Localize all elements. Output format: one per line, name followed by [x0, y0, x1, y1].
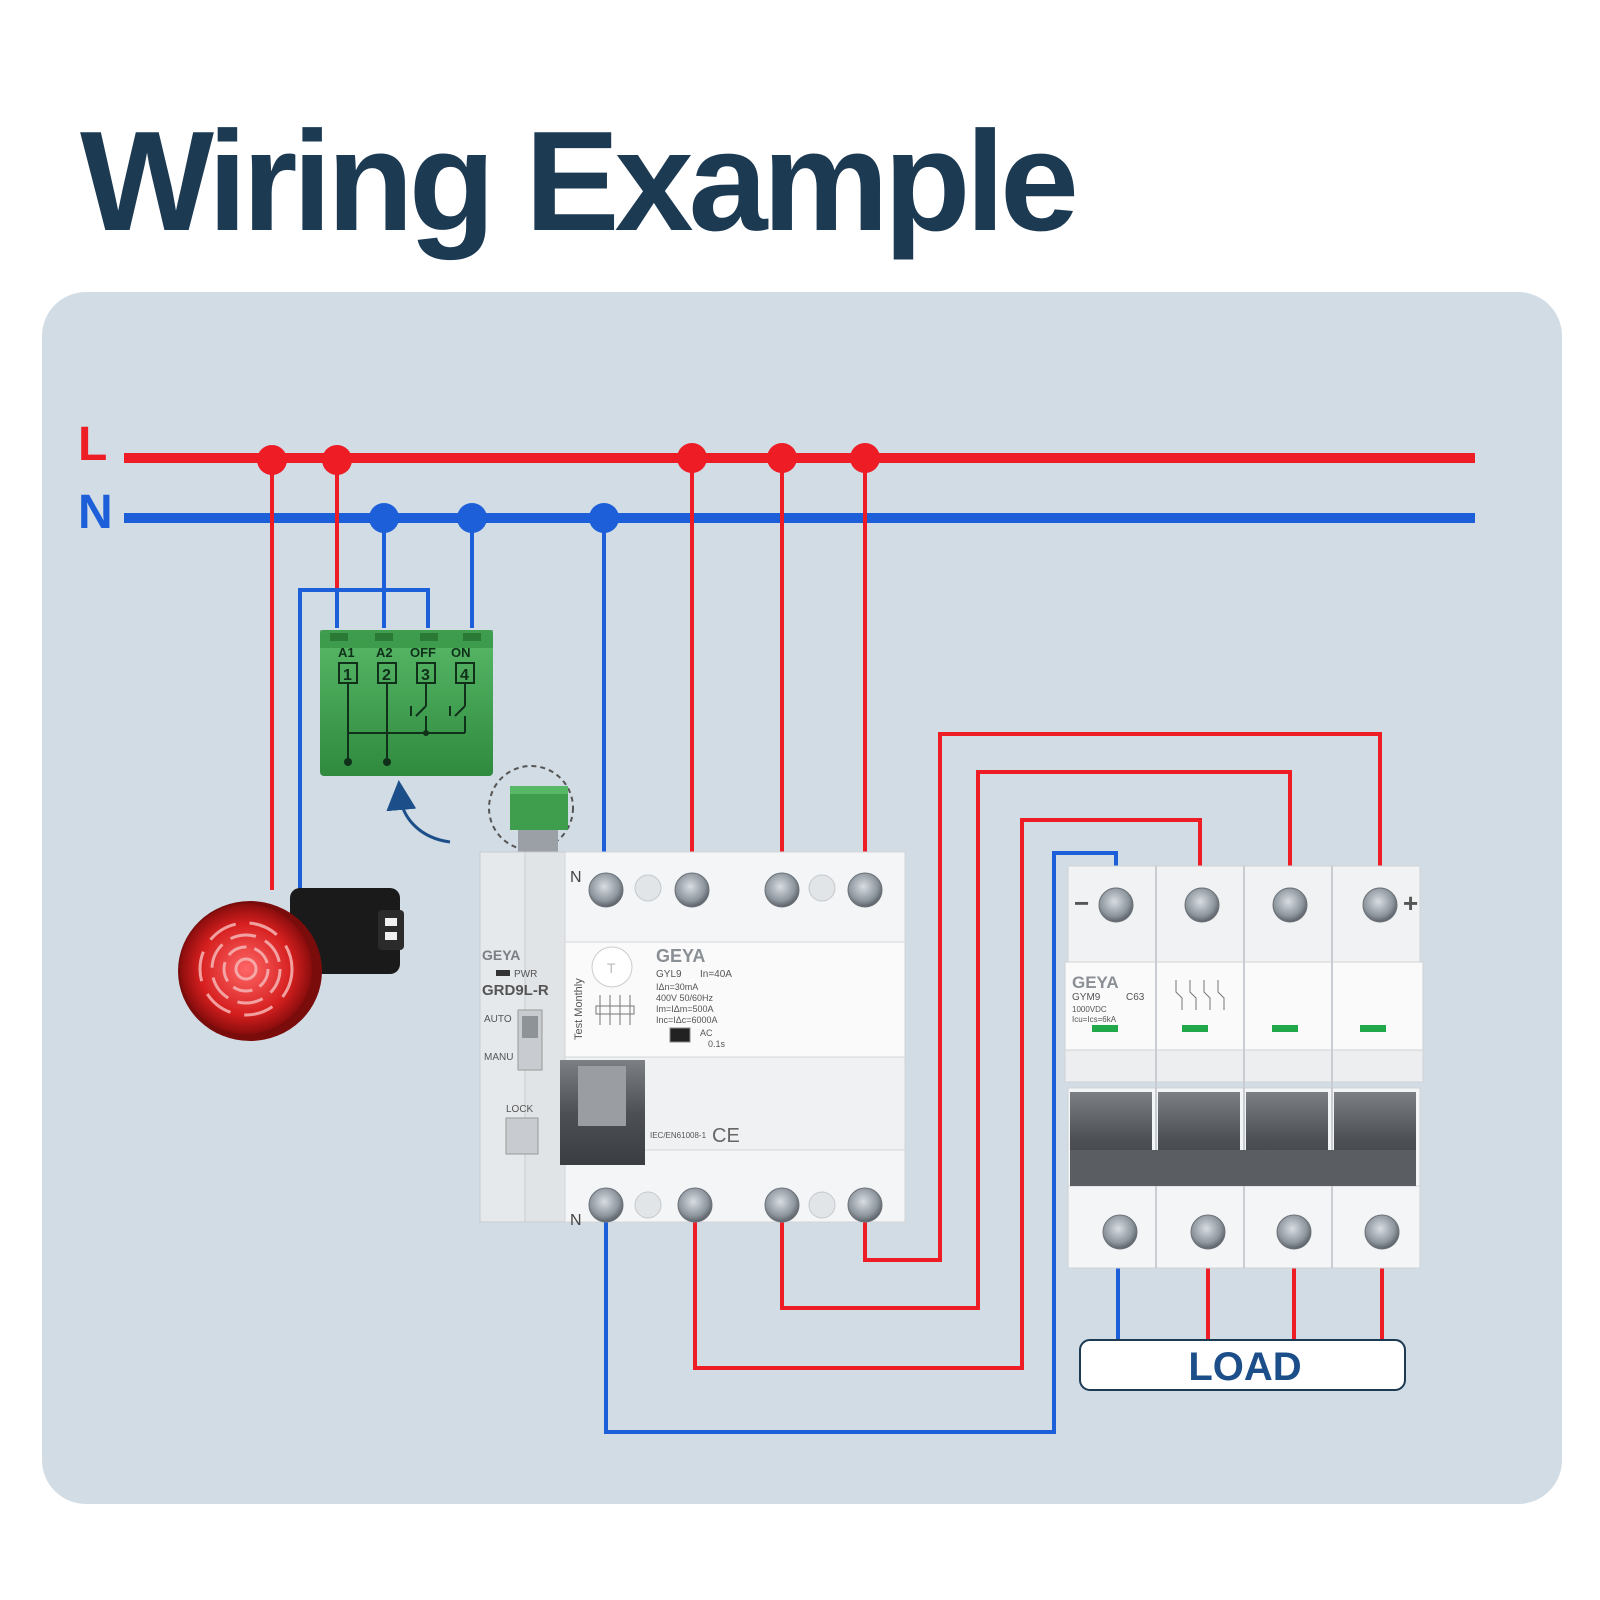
page-title: Wiring Example: [80, 102, 1079, 261]
terminal-a1-label: A1: [338, 645, 355, 660]
mcb-device: − + GEYA GYM9 C63 1000VDC Icu=Ics=6kA: [1064, 865, 1424, 1269]
insert-arrow-icon: [386, 780, 451, 844]
rcd-test-button: T: [607, 960, 616, 976]
rcd-motor-brand: GEYA: [482, 947, 520, 963]
live-line-label: L: [78, 418, 107, 471]
neutral-line-label: N: [78, 486, 113, 539]
rcd-neutral-top-label: N: [570, 869, 582, 886]
rcd-spec-line: 400V 50/60Hz: [656, 993, 714, 1003]
terminal-a2-label: A2: [376, 645, 393, 660]
mcb-model: GYM9: [1072, 992, 1101, 1003]
rcd-ce-mark: CE: [712, 1125, 740, 1147]
terminal-1-number: 1: [343, 667, 352, 684]
rcd-model-label: GRD9L-R: [482, 982, 549, 999]
terminal-on-label: ON: [451, 645, 471, 660]
mcb-brand: GEYA: [1072, 973, 1119, 992]
plug-connector: [488, 765, 574, 852]
rcd-auto-label: AUTO: [484, 1014, 512, 1025]
rcd-specs-title: GYL9: [656, 969, 682, 980]
load-box: LOAD: [1079, 1339, 1406, 1391]
neutral-wires: [298, 518, 1120, 1434]
rcd-manu-label: MANU: [484, 1052, 513, 1063]
rcd-spec-line: Inc=IΔc=6000A: [656, 1015, 718, 1025]
rcd-neutral-bottom-label: N: [570, 1212, 582, 1229]
mcb-breaking-capacity: Icu=Ics=6kA: [1072, 1015, 1117, 1024]
mcb-bottom-terminals: [1102, 1214, 1400, 1250]
aux-control-module: A1 A2 OFF ON 1 2 3 4: [320, 630, 493, 776]
load-label: LOAD: [1188, 1345, 1301, 1389]
neutral-junctions: [369, 503, 619, 533]
rcd-ac-type: AC: [700, 1028, 713, 1038]
buzzer-indicator: [178, 888, 404, 1041]
terminal-3-number: 3: [421, 667, 430, 684]
rcd-test-label: Test Monthly: [573, 978, 585, 1040]
mcb-curve: C63: [1126, 992, 1145, 1003]
rcd-lock-label: LOCK: [506, 1104, 534, 1115]
rcd-standard: IEC/EN61008-1: [650, 1131, 707, 1140]
rcd-spec-line: Im=IΔm=500A: [656, 1004, 714, 1014]
mcb-voltage: 1000VDC: [1072, 1005, 1107, 1014]
terminal-2-number: 2: [382, 667, 391, 684]
mcb-handles: [1070, 1092, 1416, 1186]
rcd-bottom-terminals: [588, 1187, 883, 1223]
terminal-4-number: 4: [460, 667, 469, 684]
mcb-top-terminals: [1098, 887, 1398, 923]
rcd-rating: In=40A: [700, 969, 732, 980]
rcd-trip-time: 0.1s: [708, 1039, 726, 1049]
rcd-pwr-label: PWR: [514, 969, 537, 980]
terminal-off-label: OFF: [410, 645, 436, 660]
aux-schematic: [347, 683, 466, 762]
live-wires: [270, 460, 1384, 1370]
live-junctions: [257, 443, 880, 475]
rcd-spec-line: IΔn=30mA: [656, 982, 698, 992]
rcd-brand: GEYA: [656, 946, 705, 966]
mcb-minus-label: −: [1074, 888, 1089, 918]
mcb-plus-label: +: [1403, 888, 1418, 918]
rcd-device: N N GEYA PWR GRD9L-R AUTO MANU LOCK Test…: [479, 851, 906, 1229]
rcd-top-terminals: [588, 872, 883, 908]
